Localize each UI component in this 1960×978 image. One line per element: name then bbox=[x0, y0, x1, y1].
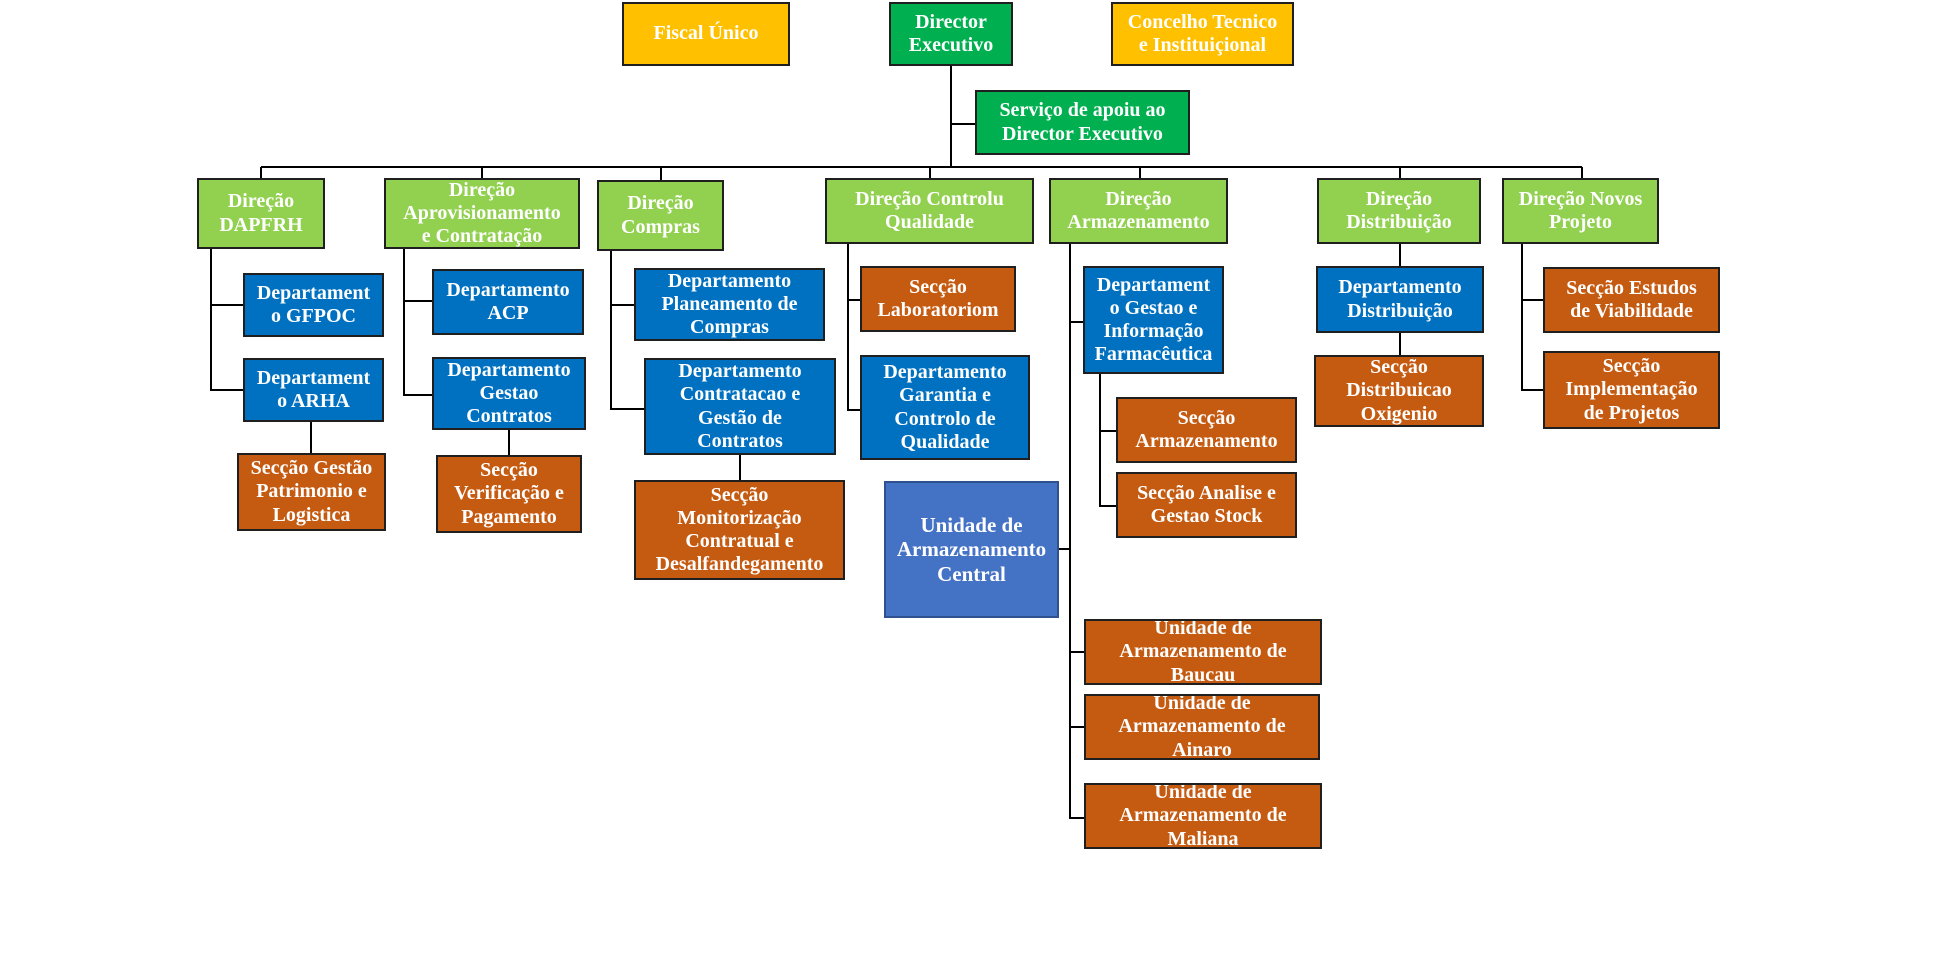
line-qualidade-branch bbox=[847, 242, 862, 411]
director-executivo-box: Director Executivo bbox=[889, 2, 1013, 66]
concelho-tecnico-box: Concelho Tecnico e Instituiçional bbox=[1111, 2, 1294, 66]
fiscal-unico-box: Fiscal Único bbox=[622, 2, 790, 66]
direcao-aprovisionamento-box: Direção Aprovisionamento e Contratação bbox=[384, 178, 580, 249]
departamento-gestao-informacao-box: Departament o Gestao e Informação Farmac… bbox=[1083, 266, 1224, 374]
departamento-contratacao-box: Departamento Contratacao e Gestão de Con… bbox=[644, 358, 836, 455]
direcao-controlu-qualidade-box: Direção Controlu Qualidade bbox=[825, 178, 1034, 244]
direcao-novos-projeto-box: Direção Novos Projeto bbox=[1502, 178, 1659, 244]
seccao-distribuicao-oxigenio-box: Secção Distribuicao Oxigenio bbox=[1314, 355, 1484, 427]
direcao-armazenamento-box: Direção Armazenamento bbox=[1049, 178, 1228, 244]
departamento-garantia-qualidade-box: Departamento Garantia e Controlo de Qual… bbox=[860, 355, 1030, 460]
departamento-planeamento-compras-box: Departamento Planeamento de Compras bbox=[634, 268, 825, 341]
line-novos-branch bbox=[1521, 242, 1545, 391]
line-compras-branch bbox=[610, 249, 646, 410]
seccao-laboratoriom-box: Secção Laboratoriom bbox=[860, 266, 1016, 332]
line-gestao-info-sub bbox=[1099, 372, 1118, 507]
seccao-monitorizacao-box: Secção Monitorização Contratual e Desalf… bbox=[634, 480, 845, 580]
departamento-gestao-contratos-box: Departamento Gestao Contratos bbox=[432, 357, 586, 430]
unidade-armazenamento-ainaro-box: Unidade de Armazenamento de Ainaro bbox=[1084, 694, 1320, 760]
seccao-armazenamento-box: Secção Armazenamento bbox=[1116, 397, 1297, 463]
direcao-dapfrh-box: Direção DAPFRH bbox=[197, 178, 325, 249]
unidade-armazenamento-central-box: Unidade de Armazenamento Central bbox=[884, 481, 1059, 618]
unidade-armazenamento-maliana-box: Unidade de Armazenamento de Maliana bbox=[1084, 783, 1322, 849]
seccao-implementacao-projetos-box: Secção Implementação de Projetos bbox=[1543, 351, 1720, 429]
seccao-estudos-viabilidade-box: Secção Estudos de Viabilidade bbox=[1543, 267, 1720, 333]
seccao-analise-gestao-stock-box: Secção Analise e Gestao Stock bbox=[1116, 472, 1297, 538]
direcao-distribuicao-box: Direção Distribuição bbox=[1317, 178, 1481, 244]
departamento-acp-box: Departamento ACP bbox=[432, 269, 584, 335]
direcao-compras-box: Direção Compras bbox=[597, 180, 724, 251]
line-dapfrh-branch bbox=[210, 247, 243, 391]
seccao-gestao-patrimonio-box: Secção Gestão Patrimonio e Logistica bbox=[237, 453, 386, 531]
line-armaz-branch bbox=[1057, 242, 1086, 819]
line-aprov-branch bbox=[403, 247, 434, 396]
departamento-distribuicao-box: Departamento Distribuição bbox=[1316, 266, 1484, 333]
unidade-armazenamento-baucau-box: Unidade de Armazenamento de Baucau bbox=[1084, 619, 1322, 685]
servico-apoio-box: Serviço de apoiu ao Director Executivo bbox=[975, 90, 1190, 155]
departamento-gfpoc-box: Departament o GFPOC bbox=[243, 273, 384, 337]
departamento-arha-box: Departament o ARHA bbox=[243, 358, 384, 422]
seccao-verificacao-pagamento-box: Secção Verificação e Pagamento bbox=[436, 455, 582, 533]
